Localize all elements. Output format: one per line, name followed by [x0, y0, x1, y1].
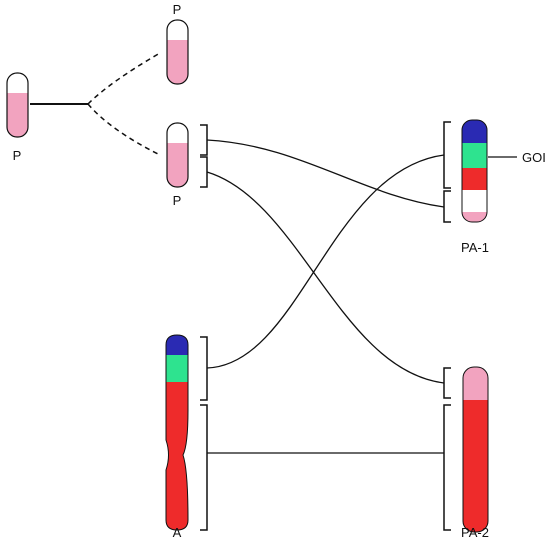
middle-tube-fill — [167, 143, 188, 187]
pa1-blue-band — [462, 120, 487, 143]
goi-label: GOI — [522, 150, 546, 165]
pa1-pink-band — [462, 212, 487, 222]
pa1-white-band — [462, 190, 487, 212]
pa1-upper-bracket — [443, 121, 451, 189]
middle-tube-lower-bracket — [200, 156, 208, 188]
chromosome-a-upper-bracket — [200, 336, 208, 401]
source-tube — [6, 72, 29, 138]
middle-tube-upper-bracket — [200, 124, 208, 156]
pa2-lower-bracket — [443, 404, 451, 531]
connector-p-lower-to-pa2-upper — [206, 171, 445, 384]
pa2-red-band — [463, 400, 488, 532]
top-tube-fill — [167, 40, 188, 84]
chromosome-a-red-band — [166, 382, 188, 530]
pa1-green-band — [462, 143, 487, 168]
source-tube-label: P — [13, 148, 22, 163]
chromosome-a-blue-band — [166, 335, 188, 355]
pa2-label: PA-2 — [461, 525, 489, 540]
connector-p-upper-to-pa1-lower — [206, 139, 445, 208]
middle-tube-label: P — [173, 193, 182, 208]
chromosome-a-green-band — [166, 355, 188, 382]
connector-a-upper-to-pa1-upper — [206, 154, 445, 369]
pa2-upper-bracket — [443, 367, 451, 399]
chromosome-a — [165, 334, 189, 531]
chromosome-pa2 — [462, 366, 489, 533]
chromosome-a-lower-bracket — [200, 404, 208, 531]
split-connector — [30, 52, 161, 156]
pa1-lower-bracket — [443, 190, 451, 223]
pa1-red-band — [462, 168, 487, 190]
chromosome-pa1 — [461, 119, 488, 223]
pa1-label: PA-1 — [461, 240, 489, 255]
middle-tube — [166, 122, 189, 188]
pa2-pink-band — [463, 367, 488, 400]
chromosome-a-label: A — [173, 525, 182, 540]
source-tube-fill — [7, 93, 28, 137]
top-tube-label: P — [173, 2, 182, 17]
top-tube — [166, 19, 189, 85]
